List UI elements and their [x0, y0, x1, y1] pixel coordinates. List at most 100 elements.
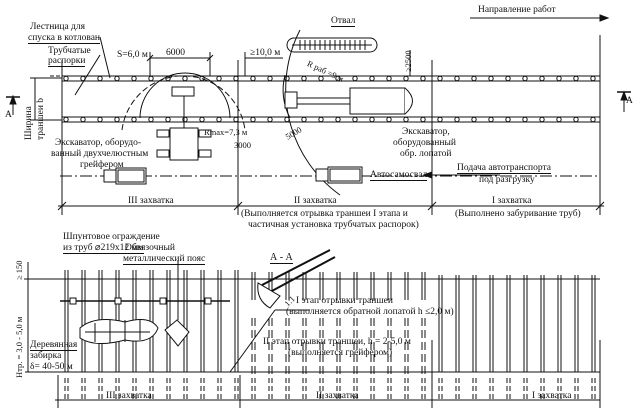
pipe-pile	[182, 75, 188, 82]
pipe-pile	[539, 116, 545, 123]
pipe-pile	[522, 75, 528, 82]
pipe-row-top	[63, 75, 596, 82]
pipe-pile	[369, 116, 375, 123]
pipe-row-bottom	[63, 116, 596, 123]
pipe-pile	[284, 75, 290, 82]
timber-label-1: Деревянная	[30, 340, 78, 351]
pipe-pile	[573, 116, 579, 123]
pipe-pile	[63, 75, 69, 82]
dim-2500: ≥2500	[403, 50, 413, 72]
grab-reach-arc	[139, 72, 231, 119]
pipe-pile	[301, 75, 307, 82]
shovel-excavator-body	[349, 87, 406, 115]
pipe-pile	[556, 75, 562, 82]
pipe-pile	[590, 116, 596, 123]
plan-zone-2-label: II захватка	[294, 196, 337, 206]
pipe-pile	[216, 116, 222, 123]
stage2-label-1: II этап отрывки траншеи, h = 2-5,0 м	[263, 337, 411, 347]
pipe-pile	[182, 116, 188, 123]
stage1-label-2: (выполняется обратной лопатой h ≤2,0 м)	[286, 307, 454, 317]
pipe-pile	[335, 116, 341, 123]
pipe-pile	[335, 75, 341, 82]
grab-bucket-section	[164, 319, 190, 347]
section-arrow-icon	[620, 90, 628, 101]
dim-3000: 3000	[234, 140, 251, 150]
backhoe-bucket-section	[257, 282, 281, 309]
stage1-label-1: I этап отрывки траншеи	[296, 296, 393, 306]
grab-excavator-label-3: грейфером	[80, 160, 124, 170]
belt-clamp	[159, 297, 167, 305]
trench-width-label-1: Ширина	[24, 106, 34, 140]
belt-label-2: металлический пояс	[123, 254, 206, 265]
pipe-pile	[318, 75, 324, 82]
direction-label: Направление работ	[478, 5, 556, 15]
pipe-pile	[471, 75, 477, 82]
grab-excavator-label-1: Экскаватор, оборудо-	[55, 138, 142, 148]
pipe-pile	[267, 75, 273, 82]
plan-zone-2-note-2: частичная установка трубчатых распорок)	[248, 220, 419, 230]
pipe-pile	[403, 75, 409, 82]
pipe-pile	[97, 116, 103, 123]
section-marker-left: A	[5, 110, 12, 120]
pipe-pile	[301, 116, 307, 123]
pipe-pile	[369, 75, 375, 82]
pipe-pile	[352, 116, 358, 123]
pipe-pile	[420, 75, 426, 82]
pipe-pile	[590, 75, 596, 82]
section-arrow-icon	[9, 94, 17, 105]
trench-width-label-2: траншеи b	[36, 97, 46, 140]
pipe-pile	[539, 75, 545, 82]
pipe-pile	[573, 75, 579, 82]
pipe-pile	[63, 116, 69, 123]
timber-label-3: δ= 40-50 м	[30, 362, 73, 372]
dim-150: ≥ 150	[14, 260, 24, 280]
pipe-pile	[505, 75, 511, 82]
belt-clamp	[69, 297, 77, 305]
pipe-pile	[114, 75, 120, 82]
pipe-pile	[454, 75, 460, 82]
section-marker-right: A	[626, 96, 633, 106]
pipe-pile	[250, 116, 256, 123]
pipe-pile	[352, 75, 358, 82]
dump-truck-label: Автосамосвал	[370, 170, 428, 181]
shovel-cut-arc	[282, 74, 291, 119]
dim-6000: 6000	[166, 48, 185, 58]
plan-zone-1-note: (Выполнено забуривание труб)	[455, 209, 581, 219]
piles-below-bottom	[64, 318, 596, 399]
pipe-pile	[505, 116, 511, 123]
pipe-pile	[318, 116, 324, 123]
stage2-label-2: (выполняется грейфером)	[288, 348, 393, 358]
pipe-pile	[131, 116, 137, 123]
pipe-pile	[420, 116, 426, 123]
pipe-pile	[131, 75, 137, 82]
pipe-pile	[556, 116, 562, 123]
trench-bottom-wall	[62, 116, 600, 123]
dim-10m: ≥10,0 м	[250, 48, 281, 58]
pipe-pile	[437, 75, 443, 82]
pipe-pile	[454, 116, 460, 123]
grab-excavator-label-2: ванный двухчелюстным	[51, 149, 149, 159]
pipe-pile	[386, 75, 392, 82]
belt-clamp	[204, 297, 212, 305]
pipe-pile	[114, 116, 120, 123]
spoil-label: Отвал	[331, 16, 356, 27]
pipe-pile	[267, 116, 273, 123]
belt-clamp	[114, 297, 122, 305]
rmax-label: Rmax=7,3 м	[204, 127, 248, 137]
pipe-pile	[488, 75, 494, 82]
pipe-pile	[97, 75, 103, 82]
pipe-pile	[250, 75, 256, 82]
struts-label-1: Трубчатые	[48, 46, 91, 56]
pipe-pile	[148, 116, 154, 123]
section-zone-3-label: III захватка	[106, 391, 152, 401]
truck-supply-label-2: под разгрузку	[479, 175, 535, 185]
grab-swing-arc	[121, 75, 246, 131]
pipe-pile	[199, 116, 205, 123]
pipe-pile	[522, 116, 528, 123]
pipe-pile	[403, 116, 409, 123]
direction-arrowhead-icon	[599, 14, 610, 22]
pipe-pile	[437, 116, 443, 123]
sheet-pile-label-2: из труб ⌀219х12 мм	[63, 243, 144, 254]
sheet-pile-label-1: Шпунтовое ограждение	[63, 232, 160, 242]
